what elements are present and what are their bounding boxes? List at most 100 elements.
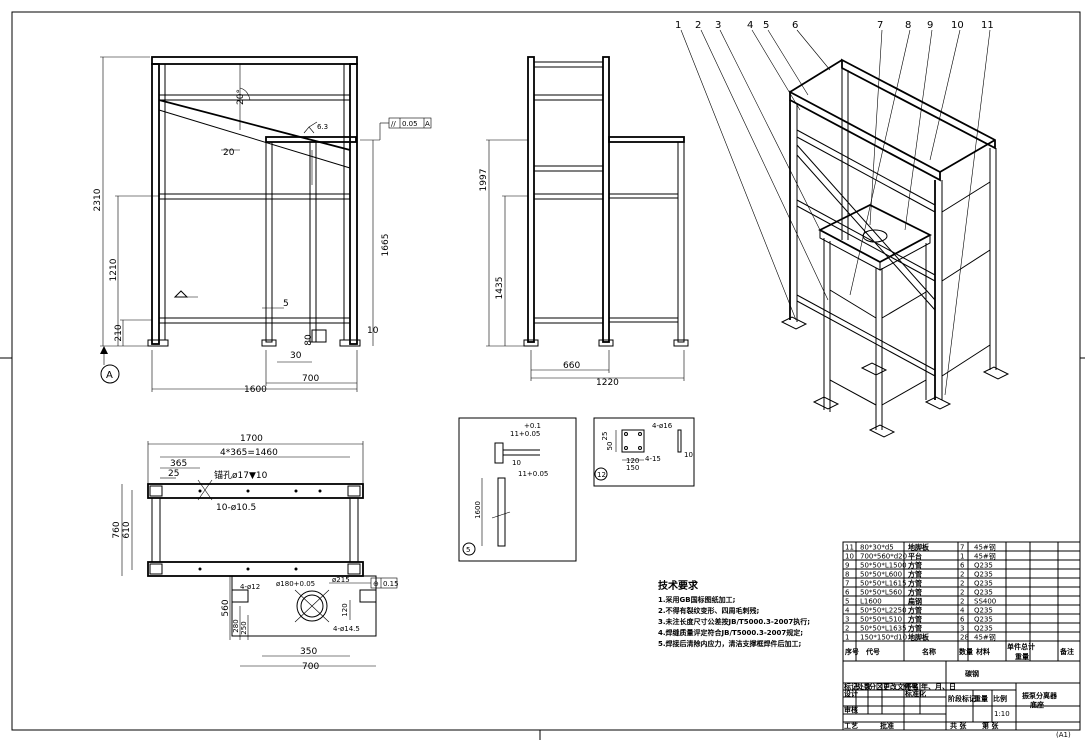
balloon-3: 3 — [715, 20, 721, 31]
bom-cell-spec: 80*30*d5 — [860, 544, 894, 552]
balloon-8: 8 — [905, 20, 911, 31]
dim-depth-560: 560 — [221, 599, 231, 616]
bom-header-code: 代号 — [865, 647, 880, 656]
bom-cell-spec: 50*50*L600 — [860, 571, 902, 579]
balloon-10: 10 — [951, 20, 964, 31]
bom-cell-no: 9 — [845, 562, 849, 570]
bom-header-unit-weight: 单件总计 — [1007, 642, 1035, 651]
small-hole-note: 10-ø10.5 — [216, 503, 256, 513]
sheet-size: (A1) — [1056, 731, 1071, 739]
datum-a-marker — [100, 364, 120, 384]
holes-4-12: 4-ø12 — [240, 583, 260, 591]
bom-header-no: 序号 — [844, 647, 859, 656]
label-change: 更改文件号 — [883, 682, 918, 691]
dim-spacing: 4*365=1460 — [220, 448, 278, 458]
bom-cell-no: 10 — [845, 553, 854, 561]
detail-5-label: 5 — [466, 546, 470, 554]
dim-foot-10: 10 — [367, 326, 379, 336]
dim-width-660: 660 — [563, 361, 580, 371]
label-review: 审核 — [844, 705, 858, 714]
tech-item-5: 5.焊接后清除内应力，清洁支撑框焊件后加工; — [658, 639, 802, 648]
bom-cell-spec: 50*50*L1615 — [860, 580, 907, 588]
dim-foot-30: 30 — [290, 351, 302, 361]
bom-cell-mat: Q235 — [974, 616, 993, 624]
dim-base-height: 210 — [114, 324, 124, 341]
title-block: 碳钢 标记 处数 分区 更改文件号 签名 年、月、日 设计 标准化 审核 工艺 … — [842, 660, 1081, 731]
bom-cell-spec: 50*50*L510 — [860, 616, 902, 624]
bom-cell-no: 1 — [845, 634, 849, 642]
bom-cell-mat: 45#钢 — [974, 543, 996, 552]
balloon-4: 4 — [747, 20, 753, 31]
bom-cell-qty: 1 — [960, 553, 964, 561]
bom-cell-mat: Q235 — [974, 607, 993, 615]
drawing-title: 振泵分离器 — [1022, 691, 1058, 700]
dim-depth-610: 610 — [122, 521, 132, 538]
bom-header-note: 备注 — [1059, 647, 1074, 656]
bom-header-name: 名称 — [922, 647, 936, 656]
dim-width-700: 700 — [302, 374, 319, 384]
detail-12-dim-25: 25 — [601, 432, 609, 441]
balloon-5: 5 — [763, 20, 769, 31]
bom-cell-mat: 45#钢 — [974, 633, 996, 642]
tech-item-2: 2.不得有裂纹变形、四周毛刺残; — [658, 606, 760, 615]
bom-cell-name: 方管 — [908, 561, 922, 570]
tech-item-3: 3.未注长度尺寸公差按JB/T5000.3-2007执行; — [658, 617, 810, 626]
bom-cell-name: 平台 — [908, 552, 922, 561]
bom-cell-qty: 28 — [960, 634, 969, 642]
bom-cell-mat: SS400 — [974, 598, 996, 606]
title-material: 碳钢 — [965, 669, 979, 678]
label-count: 处数 — [856, 682, 872, 691]
bom-cell-mat: Q235 — [974, 562, 993, 570]
holes-4-14: 4-ø14.5 — [333, 625, 360, 633]
balloon-9: 9 — [927, 20, 933, 31]
bom-header-mat: 材料 — [975, 647, 990, 656]
bom-cell-spec: 700*560*d20 — [860, 553, 907, 561]
bom-cell-mat: Q235 — [974, 580, 993, 588]
tolerance-datum: A — [425, 120, 430, 128]
dim-width-1220: 1220 — [596, 378, 619, 388]
detail-12-dim-120: 120 — [626, 457, 639, 465]
label-sheet: 第 张 — [982, 721, 999, 730]
tech-item-4: 4.焊缝质量评定符合JB/T5000.3-2007规定; — [658, 628, 803, 637]
detail-5-dim-top: 11+0.05 — [510, 430, 540, 438]
label-stage: 阶段标记 — [948, 694, 976, 703]
top-view: 1700 4*365=1460 365 25 锚孔ø17▼10 10-ø10.5… — [112, 434, 399, 672]
bom-cell-no: 4 — [845, 607, 850, 615]
bom-cell-qty: 6 — [960, 562, 965, 570]
balloon-6: 6 — [792, 20, 798, 31]
dim-width-700-top: 700 — [302, 662, 319, 672]
dim-total-height: 2310 — [93, 188, 103, 211]
datum-label: A — [106, 370, 113, 381]
detail-5-dim-10: 10 — [512, 459, 521, 467]
bom-cell-qty: 6 — [960, 616, 965, 624]
bom-cell-no: 3 — [845, 616, 849, 624]
bore-dia: ø180+0.05 — [276, 580, 315, 588]
front-view: 2310 1210 210 1665 20° 20 5 30 80 10 700… — [93, 56, 432, 395]
label-mark: 标记 — [843, 682, 858, 691]
label-sheets: 共 张 — [950, 721, 967, 730]
detail-12-dim-10: 10 — [684, 451, 693, 459]
bom-cell-qty: 7 — [960, 544, 964, 552]
detail-12: 12 4-ø16 4-15 120 150 10 25 50 — [593, 417, 695, 487]
label-weight: 重量 — [974, 694, 988, 703]
dim-offset-25: 25 — [168, 469, 179, 479]
detail-12-marker — [594, 467, 608, 481]
label-scale: 比例 — [993, 694, 1007, 703]
bom-cell-name: 地脚板 — [908, 633, 930, 642]
bom-header-total-weight: 重量 — [1015, 652, 1029, 661]
dim-offset: 20 — [223, 148, 235, 158]
bom-cell-name: 方管 — [908, 570, 922, 579]
bom-cell-no: 7 — [845, 580, 849, 588]
balloon-1: 1 — [675, 20, 681, 31]
label-design: 设计 — [844, 689, 858, 698]
sheet-border — [11, 11, 1081, 731]
dim-depth-760: 760 — [112, 521, 122, 538]
detail-5: 5 +0.1 11+0.05 10 11+0.05 1600 — [458, 417, 577, 562]
bom-cell-spec: 50*50*L2250 — [860, 607, 907, 615]
tolerance-symbol: // — [391, 120, 396, 128]
detail-12-dim-150: 150 — [626, 464, 639, 472]
dim-length-1700: 1700 — [240, 434, 263, 444]
balloon-11: 11 — [981, 20, 994, 31]
